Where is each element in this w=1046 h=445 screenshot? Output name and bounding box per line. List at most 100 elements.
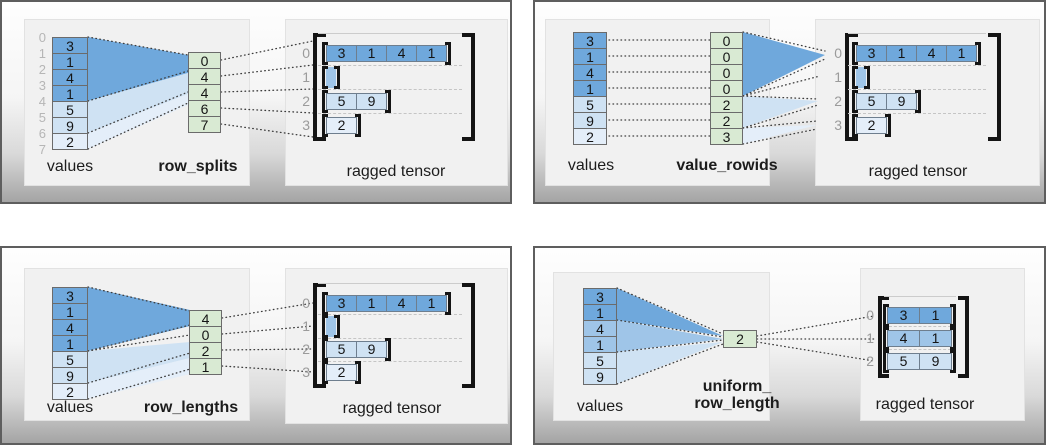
row-separator [848,65,986,66]
tensor-cell: 1 [416,44,447,62]
fan-shape [743,96,818,128]
value-index-label: 5 [38,110,46,125]
fan-shape [88,94,188,149]
row-index-label: 3 [834,117,842,133]
row-index-label: 0 [302,45,310,61]
connector-line [616,287,724,335]
connector-line [220,40,314,61]
connector-line [87,286,191,312]
empty-row-fill [326,66,336,88]
tensor-label: ragged tensor [875,396,975,413]
encoding-cell: 0 [189,326,222,343]
row-bracket-left [322,314,328,338]
row-index-label: 0 [834,45,842,61]
value-cell: 1 [573,48,607,65]
value-cell: 3 [583,288,617,305]
row-bracket-left [883,303,889,327]
row-index-label: 2 [866,353,874,369]
row-bracket-left [852,113,858,137]
tensor-top-line [318,283,462,284]
tensor-row: 2 [322,360,361,384]
encoding-cell: 3 [710,128,743,145]
encoding-cell: 4 [188,84,221,101]
row-separator [318,314,462,315]
tensor-cell: 2 [326,116,357,134]
values-label: values [46,158,94,175]
row-bracket-left [852,41,858,65]
matrix-bracket-right [462,283,475,388]
encoding-cell: 1 [189,358,222,375]
encoding-cell: 0 [710,80,743,97]
values-label: values [567,157,615,174]
matrix-bracket-left [845,33,858,141]
row-bracket-left [322,113,328,137]
encoding-cell: 2 [710,96,743,113]
tensor-cell: 1 [919,329,952,347]
row-bracket-right [445,41,451,65]
row-bracket-right [950,326,956,350]
connector-line [87,36,189,56]
value-cell: 1 [573,80,607,97]
value-index-label: 1 [38,46,46,61]
value-index-label: 6 [38,126,46,141]
row-index-label: 2 [302,93,310,109]
row-bracket-left [322,65,328,89]
tensor-cell: 5 [326,340,357,358]
fan-shape [88,358,190,399]
value-cell: 9 [52,367,88,384]
value-cell: 4 [52,69,88,86]
connector-line [221,325,314,335]
connector-line [220,64,314,77]
row-bracket-left [852,65,858,89]
row-index-label: 1 [302,69,310,85]
tensor-cell: 4 [386,294,417,312]
connector-line [742,75,821,97]
row-bracket-right [334,65,340,89]
tensor-cell: 4 [887,329,920,347]
connector-line [87,70,189,102]
row-index-label: 1 [834,69,842,85]
tensor-cell: 1 [946,44,977,62]
tensor-cell: 3 [326,294,357,312]
value-cell: 3 [573,32,607,49]
row-bracket-left [883,326,889,350]
row-separator [884,326,956,327]
tensor-row [322,314,340,338]
matrix-bracket-right [988,33,1001,141]
row-bracket-right [334,314,340,338]
tensor-cell: 9 [919,352,952,370]
tensor-cell: 2 [856,116,887,134]
values-label: values [46,399,94,416]
row-index-label: 2 [834,93,842,109]
value-cell: 1 [52,85,88,102]
tensor-row: 2 [852,113,891,137]
encoding-cell: 4 [189,310,222,327]
row-bracket-right [355,360,361,384]
connector-line [87,324,191,352]
value-cell: 5 [583,352,617,369]
tensor-cell: 4 [386,44,417,62]
fan-shape [88,37,188,101]
encoding-cell: 0 [710,48,743,65]
connector-line [220,123,314,138]
row-bracket-left [852,89,858,113]
row-separator [318,65,462,66]
fan-shape [743,125,817,144]
fan-shape [88,342,190,383]
tensor-cell: 1 [356,294,387,312]
value-cell: 9 [583,368,617,385]
row-bracket-left [322,360,328,384]
row-bracket-right [915,89,921,113]
tensor-cell: 5 [856,92,887,110]
tensor-row: 2 [322,113,361,137]
connector-line [87,334,191,352]
connector-line [87,352,191,384]
value-cell: 9 [573,112,607,129]
row-index-label: 3 [302,117,310,133]
matrix-bracket-left [313,283,326,388]
